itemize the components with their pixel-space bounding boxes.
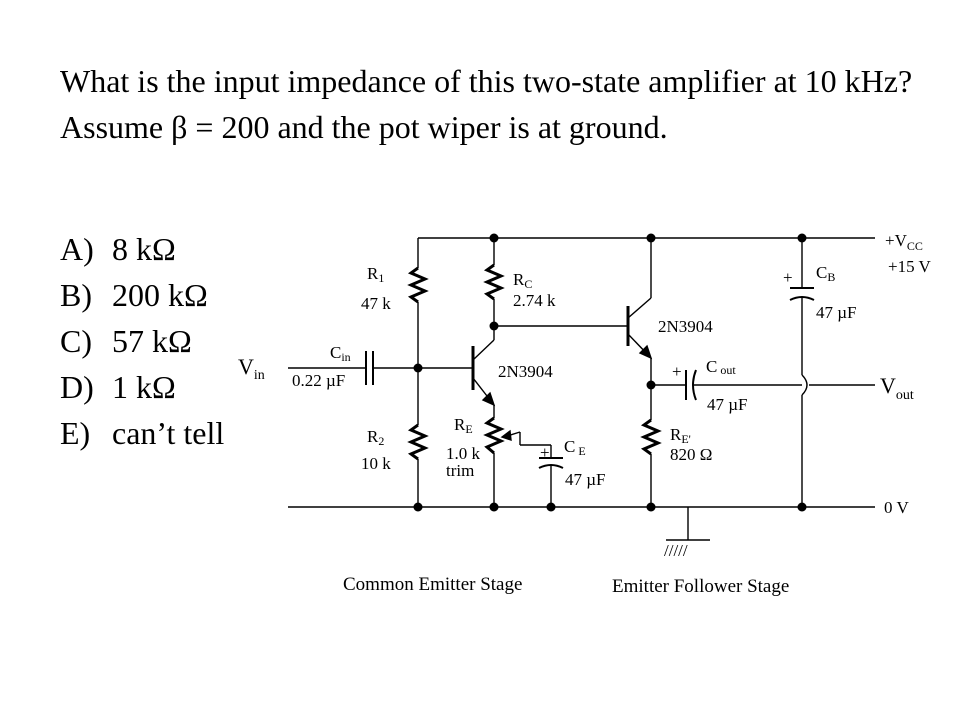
q2-label: 2N3904 — [658, 317, 713, 336]
rc-resistor — [483, 263, 505, 301]
cb-plus: + — [783, 268, 793, 287]
cb-value: 47 µF — [816, 303, 857, 322]
r1-value: 47 k — [361, 294, 391, 313]
choice-text: 200 kΩ — [112, 277, 208, 313]
answer-choices: A) 8 kΩ B) 200 kΩ C) 57 kΩ D) 1 kΩ E) can’t t… — [60, 226, 224, 456]
choice-letter: D) — [60, 369, 94, 405]
choice-c[interactable]: C) 57 kΩ — [60, 318, 224, 364]
rc-label: RC — [513, 270, 532, 291]
vcc-value: +15 V — [888, 257, 932, 276]
r1-resistor — [407, 266, 429, 304]
re-label: RE — [454, 415, 473, 436]
choice-text: can’t tell — [112, 415, 225, 451]
q1-emitter-arrow — [481, 391, 496, 407]
cin-label: Cin — [330, 343, 351, 364]
choice-text: 57 kΩ — [112, 323, 192, 359]
vin-label: Vin — [238, 354, 265, 383]
choice-a[interactable]: A) 8 kΩ — [60, 226, 224, 272]
r2-value: 10 k — [361, 454, 391, 473]
ce-plus: + — [540, 443, 550, 462]
ref-resistor — [640, 418, 662, 456]
question-text: What is the input impedance of this two-… — [60, 63, 913, 145]
ref-label: RE' — [670, 425, 691, 446]
r2-resistor — [407, 423, 429, 461]
cin-value: 0.22 µF — [292, 371, 345, 390]
cb-label: CB — [816, 263, 835, 284]
choice-letter: A) — [60, 231, 94, 267]
choice-d[interactable]: D) 1 kΩ — [60, 364, 224, 410]
choice-text: 8 kΩ — [112, 231, 176, 267]
stage1-caption: Common Emitter Stage — [343, 574, 522, 595]
q1-label: 2N3904 — [498, 362, 553, 381]
cout-plus: + — [672, 362, 682, 381]
junction-dots — [413, 233, 807, 512]
stage2-caption: Emitter Follower Stage — [612, 576, 789, 597]
ground-hatch-icon: ///// — [664, 541, 688, 560]
vcc-label: +VCC — [885, 231, 923, 253]
ground-label: 0 V — [884, 498, 909, 517]
re-value: 1.0 k — [446, 444, 481, 463]
choice-letter: B) — [60, 277, 92, 313]
re-pot — [483, 416, 505, 455]
choice-letter: E) — [60, 415, 91, 451]
q2-emitter-arrow — [638, 344, 653, 360]
ce-value: 47 µF — [565, 470, 606, 489]
vout-label: Vout — [880, 373, 914, 403]
choice-b[interactable]: B) 200 kΩ — [60, 272, 224, 318]
rc-value: 2.74 k — [513, 291, 556, 310]
choice-text: 1 kΩ — [112, 369, 176, 405]
r2-label: R2 — [367, 427, 384, 448]
choice-letter: C) — [60, 323, 92, 359]
cout-value: 47 µF — [707, 395, 748, 414]
ref-value: 820 Ω — [670, 445, 712, 464]
r1-label: R1 — [367, 264, 384, 285]
choice-e[interactable]: E) can’t tell — [60, 410, 224, 456]
re-trim: trim — [446, 461, 474, 480]
